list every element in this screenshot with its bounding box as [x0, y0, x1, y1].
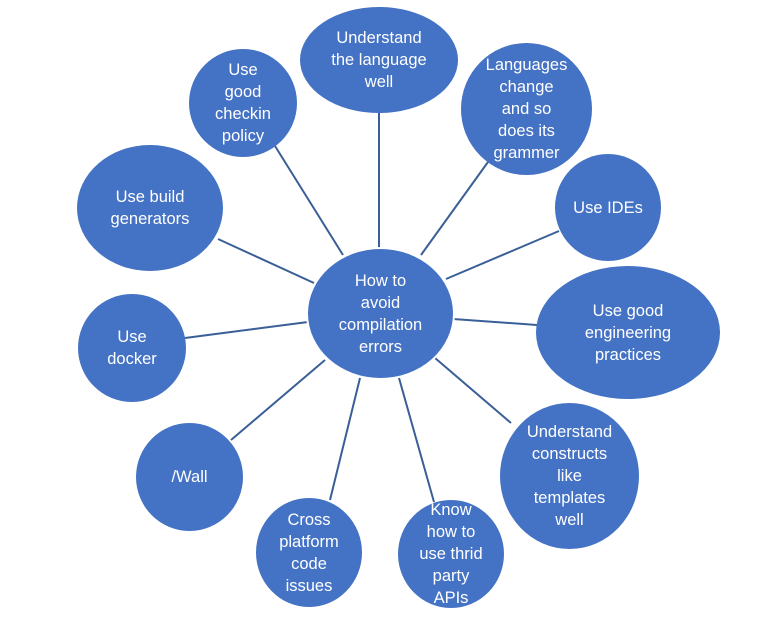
node-label: Know how to use thrid party APIs [419, 501, 483, 607]
node-label: Use build generators [110, 188, 190, 228]
node-label: Cross platform code issues [279, 510, 339, 595]
node-label: /Wall [171, 468, 208, 486]
node-label: Understand the language well [331, 29, 427, 91]
node-third-party-apis: Know how to use thrid party APIs [398, 500, 504, 608]
connector-cross-platform [329, 377, 361, 501]
node-understand-constructs: Understand constructs like templates wel… [500, 403, 639, 549]
node-use-docker: Use docker [78, 294, 186, 402]
connector-use-ides [445, 230, 560, 280]
node-label: Use good engineering practices [584, 301, 672, 364]
connector-build-generators [217, 238, 315, 284]
node-build-generators: Use build generators [77, 145, 223, 271]
node-use-ides: Use IDEs [555, 154, 661, 261]
connector-good-engineering [452, 318, 538, 326]
node-checkin-policy: Use good checkin policy [189, 49, 297, 157]
node-label: Use docker [107, 328, 157, 368]
center-label: How to avoid compilation errors [338, 271, 423, 356]
node-label: Use IDEs [573, 198, 643, 217]
node-cross-platform: Cross platform code issues [256, 498, 362, 607]
connector-understand-constructs [434, 357, 512, 424]
node-center-how-to-avoid-compilation-errors: How to avoid compilation errors [306, 247, 455, 380]
node-understand-language: Understand the language well [300, 7, 458, 113]
node-languages-change: Languages change and so does its grammer [461, 43, 592, 175]
node-label: Use good checkin policy [215, 61, 271, 145]
connector-use-docker [184, 321, 309, 339]
connector-checkin-policy [274, 145, 344, 256]
node-wall: /Wall [136, 423, 243, 531]
node-good-engineering: Use good engineering practices [536, 266, 720, 399]
connector-wall [230, 359, 326, 441]
node-label: Languages change and so does its grammer [485, 56, 568, 162]
node-label: Understand constructs like templates wel… [526, 423, 613, 529]
connector-third-party-apis [398, 377, 435, 503]
connector-languages-change [420, 161, 489, 256]
